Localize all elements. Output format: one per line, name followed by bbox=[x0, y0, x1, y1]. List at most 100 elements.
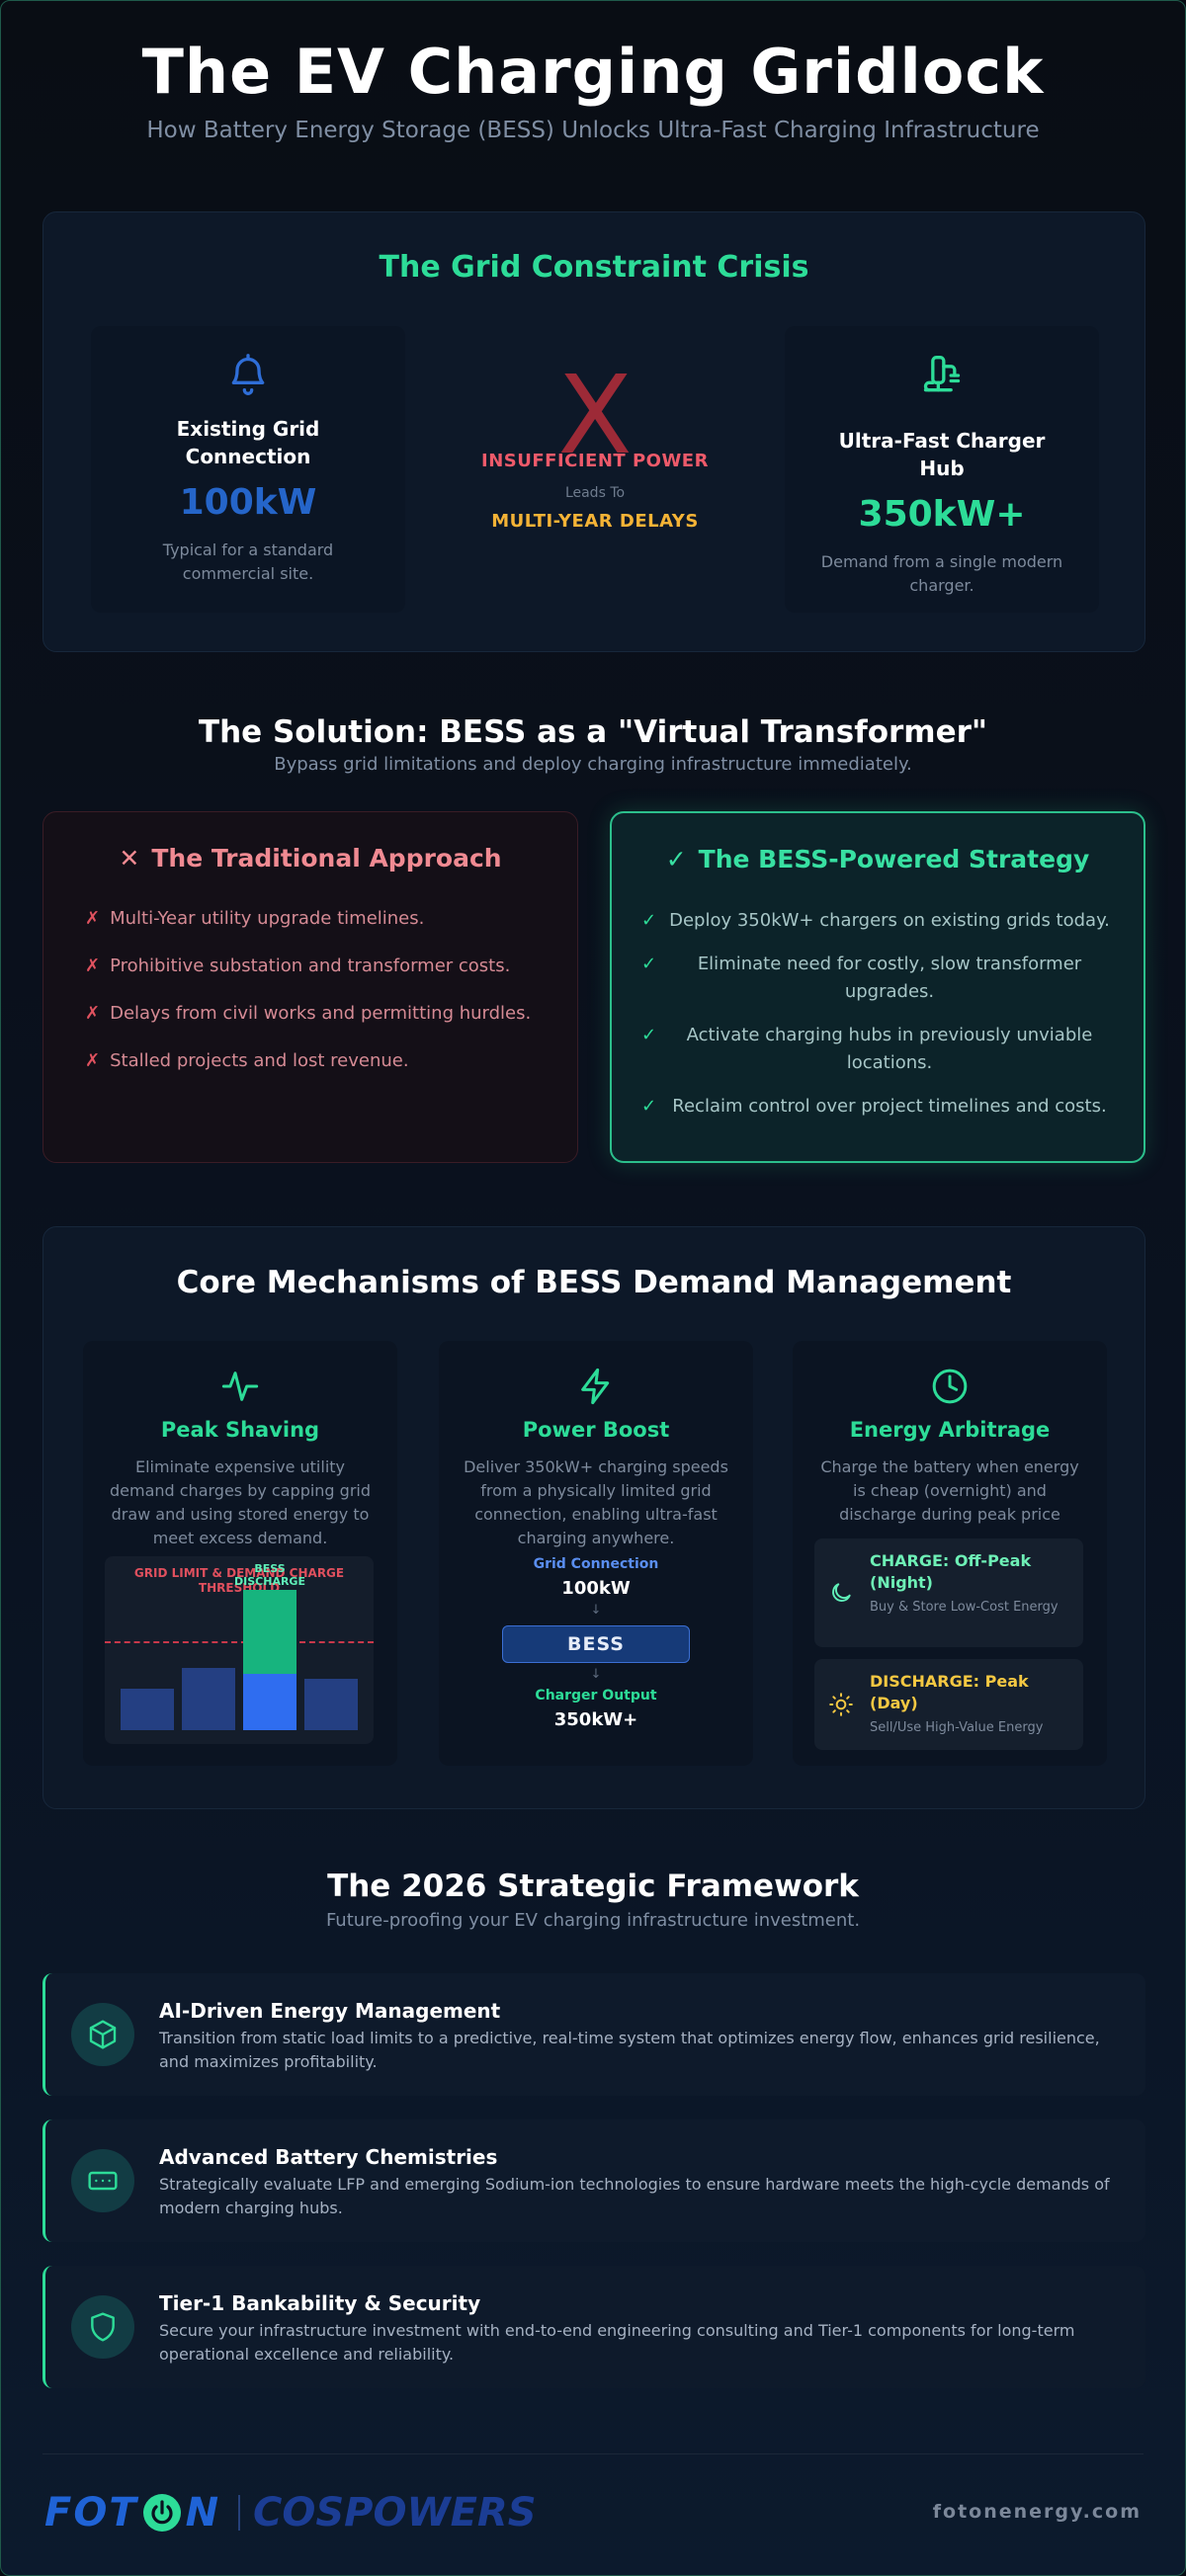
check-icon: ✓ bbox=[641, 954, 657, 974]
list-item: ✗Delays from civil works and permitting … bbox=[85, 1003, 532, 1024]
page-title: The EV Charging Gridlock bbox=[141, 36, 1045, 108]
sun-icon bbox=[829, 1693, 853, 1716]
core-mechanisms-panel: Core Mechanisms of BESS Demand Managemen… bbox=[42, 1226, 1145, 1809]
grid-constraint-crisis-panel: The Grid Constraint Crisis Existing Grid… bbox=[42, 211, 1145, 652]
existing-grid-title: Existing Grid Connection bbox=[176, 417, 320, 468]
charge-off-peak-box: CHARGE: Off-Peak (Night) Buy & Store Low… bbox=[814, 1538, 1083, 1647]
mechanisms-title: Core Mechanisms of BESS Demand Managemen… bbox=[176, 1265, 1012, 1300]
insufficient-x-mark: X bbox=[557, 352, 633, 478]
framework-item-desc: Transition from static load limits to a … bbox=[159, 2029, 1100, 2071]
bess-discharge-label: BESS DISCHARGE bbox=[234, 1561, 305, 1588]
footer-divider bbox=[42, 2453, 1144, 2454]
existing-grid-card: Existing Grid Connection 100kW Typical f… bbox=[91, 326, 405, 613]
cross-icon: ✗ bbox=[85, 908, 101, 929]
multi-year-delays-label: MULTI-YEAR DELAYS bbox=[491, 511, 699, 532]
arrow-down-icon: ↓ bbox=[590, 1667, 602, 1682]
list-item: ✓Reclaim control over project timelines … bbox=[641, 1093, 1114, 1121]
traditional-list: ✗Multi-Year utility upgrade timelines. ✗… bbox=[85, 906, 531, 1096]
moon-icon bbox=[832, 1583, 851, 1602]
header: The EV Charging Gridlock How Battery Ene… bbox=[1, 1, 1185, 199]
close-icon: ✕ bbox=[119, 844, 140, 873]
traditional-approach-card: ✕The Traditional Approach ✗Multi-Year ut… bbox=[42, 811, 578, 1163]
framework-item-security: Tier-1 Bankability & Security Secure you… bbox=[42, 2266, 1145, 2388]
grid-limit-line bbox=[105, 1641, 374, 1643]
insufficient-power-label: INSUFFICIENT POWER bbox=[481, 451, 709, 471]
traditional-approach-heading: ✕The Traditional Approach bbox=[43, 844, 577, 873]
bess-box: BESS bbox=[502, 1625, 690, 1663]
charger-output-label: Charger Output bbox=[535, 1688, 657, 1703]
check-icon: ✓ bbox=[665, 845, 687, 873]
ultra-fast-hub-desc: Demand from a single modern charger. bbox=[820, 552, 1063, 595]
existing-grid-desc: Typical for a standard commercial site. bbox=[162, 540, 334, 583]
charge-label: CHARGE: Off-Peak (Night) bbox=[870, 1551, 1032, 1592]
shield-icon bbox=[91, 2312, 115, 2342]
discharge-peak-box: DISCHARGE: Peak (Day) Sell/Use High-Valu… bbox=[814, 1659, 1083, 1750]
bell-icon bbox=[226, 354, 270, 397]
cross-icon: ✗ bbox=[85, 1003, 101, 1024]
list-item: ✗Multi-Year utility upgrade timelines. bbox=[85, 908, 425, 929]
list-item: ✓Deploy 350kW+ chargers on existing grid… bbox=[641, 907, 1114, 935]
battery-icon bbox=[88, 2171, 118, 2191]
energy-arbitrage-title: Energy Arbitrage bbox=[849, 1418, 1051, 1442]
demand-bar bbox=[121, 1689, 174, 1730]
power-boost-flow: Grid Connection 100kW ↓ BESS ↓ Charger O… bbox=[439, 1556, 753, 1730]
bess-list: ✓Deploy 350kW+ chargers on existing grid… bbox=[641, 907, 1114, 1136]
check-icon: ✓ bbox=[641, 1096, 657, 1117]
framework-item-title: Advanced Battery Chemistries bbox=[159, 2145, 498, 2169]
power-icon bbox=[142, 2494, 181, 2532]
demand-bar bbox=[182, 1668, 235, 1730]
list-item: ✗Stalled projects and lost revenue. bbox=[85, 1050, 409, 1071]
ultra-fast-hub-value: 350kW+ bbox=[858, 494, 1026, 535]
check-icon: ✓ bbox=[641, 1025, 657, 1045]
battery-icon-badge bbox=[71, 2149, 134, 2212]
lightning-bolt-icon bbox=[576, 1367, 616, 1406]
list-item: ✓Eliminate need for costly, slow transfo… bbox=[641, 951, 1114, 1006]
ultra-fast-hub-card: Ultra-Fast Charger Hub 350kW+ Demand fro… bbox=[785, 326, 1099, 613]
leads-to-label: Leads To bbox=[564, 485, 626, 501]
logo-separator bbox=[238, 2495, 240, 2531]
peak-shaving-title: Peak Shaving bbox=[160, 1418, 320, 1442]
ultra-fast-hub-title: Ultra-Fast Charger Hub bbox=[838, 429, 1046, 480]
foton-logo: FOT N bbox=[44, 2490, 221, 2535]
crisis-title: The Grid Constraint Crisis bbox=[379, 250, 809, 285]
power-boost-card: Power Boost Deliver 350kW+ charging spee… bbox=[439, 1341, 753, 1766]
charge-sub: Buy & Store Low-Cost Energy bbox=[870, 1600, 1059, 1615]
demand-bar bbox=[243, 1674, 296, 1730]
cube-icon-badge bbox=[71, 2003, 134, 2066]
clock-icon bbox=[930, 1367, 970, 1406]
framework-item-battery: Advanced Battery Chemistries Strategical… bbox=[42, 2119, 1145, 2242]
bess-strategy-heading: ✓The BESS-Powered Strategy bbox=[612, 845, 1144, 873]
page-subtitle: How Battery Energy Storage (BESS) Unlock… bbox=[146, 118, 1040, 143]
energy-arbitrage-card: Energy Arbitrage Charge the battery when… bbox=[793, 1341, 1107, 1766]
cross-icon: ✗ bbox=[85, 956, 101, 976]
charger-output-value: 350kW+ bbox=[553, 1709, 638, 1730]
cross-icon: ✗ bbox=[85, 1050, 101, 1071]
solution-subtitle: Bypass grid limitations and deploy charg… bbox=[274, 754, 912, 775]
bess-discharge-bar bbox=[243, 1589, 296, 1674]
framework-item-desc: Secure your infrastructure investment wi… bbox=[159, 2321, 1075, 2364]
charger-plug-icon bbox=[920, 354, 964, 397]
framework-item-title: Tier-1 Bankability & Security bbox=[159, 2291, 481, 2315]
list-item: ✓Activate charging hubs in previously un… bbox=[641, 1022, 1114, 1077]
framework-item-ai: AI-Driven Energy Management Transition f… bbox=[42, 1973, 1145, 2096]
framework-item-title: AI-Driven Energy Management bbox=[159, 1999, 501, 2023]
peak-shaving-chart: GRID LIMIT & DEMAND CHARGE THRESHOLD BES… bbox=[105, 1556, 374, 1744]
framework-item-desc: Strategically evaluate LFP and emerging … bbox=[159, 2175, 1110, 2217]
cube-icon bbox=[89, 2020, 117, 2049]
bess-strategy-card: ✓The BESS-Powered Strategy ✓Deploy 350kW… bbox=[610, 811, 1145, 1163]
power-boost-desc: Deliver 350kW+ charging speeds from a ph… bbox=[464, 1457, 728, 1547]
existing-grid-value: 100kW bbox=[179, 482, 317, 523]
power-boost-title: Power Boost bbox=[522, 1418, 670, 1442]
activity-pulse-icon bbox=[220, 1367, 260, 1406]
check-icon: ✓ bbox=[641, 910, 657, 931]
peak-shaving-desc: Eliminate expensive utility demand charg… bbox=[109, 1457, 372, 1547]
discharge-sub: Sell/Use High-Value Energy bbox=[870, 1720, 1044, 1735]
cospowers-logo: COSPOWERS bbox=[253, 2490, 537, 2535]
framework-title: The 2026 Strategic Framework bbox=[327, 1869, 859, 1904]
demand-bar bbox=[304, 1678, 358, 1730]
list-item: ✗Prohibitive substation and transformer … bbox=[85, 956, 511, 976]
arrow-down-icon: ↓ bbox=[590, 1603, 602, 1618]
shield-icon-badge bbox=[71, 2295, 134, 2359]
website-url[interactable]: fotonenergy.com bbox=[932, 2501, 1142, 2523]
